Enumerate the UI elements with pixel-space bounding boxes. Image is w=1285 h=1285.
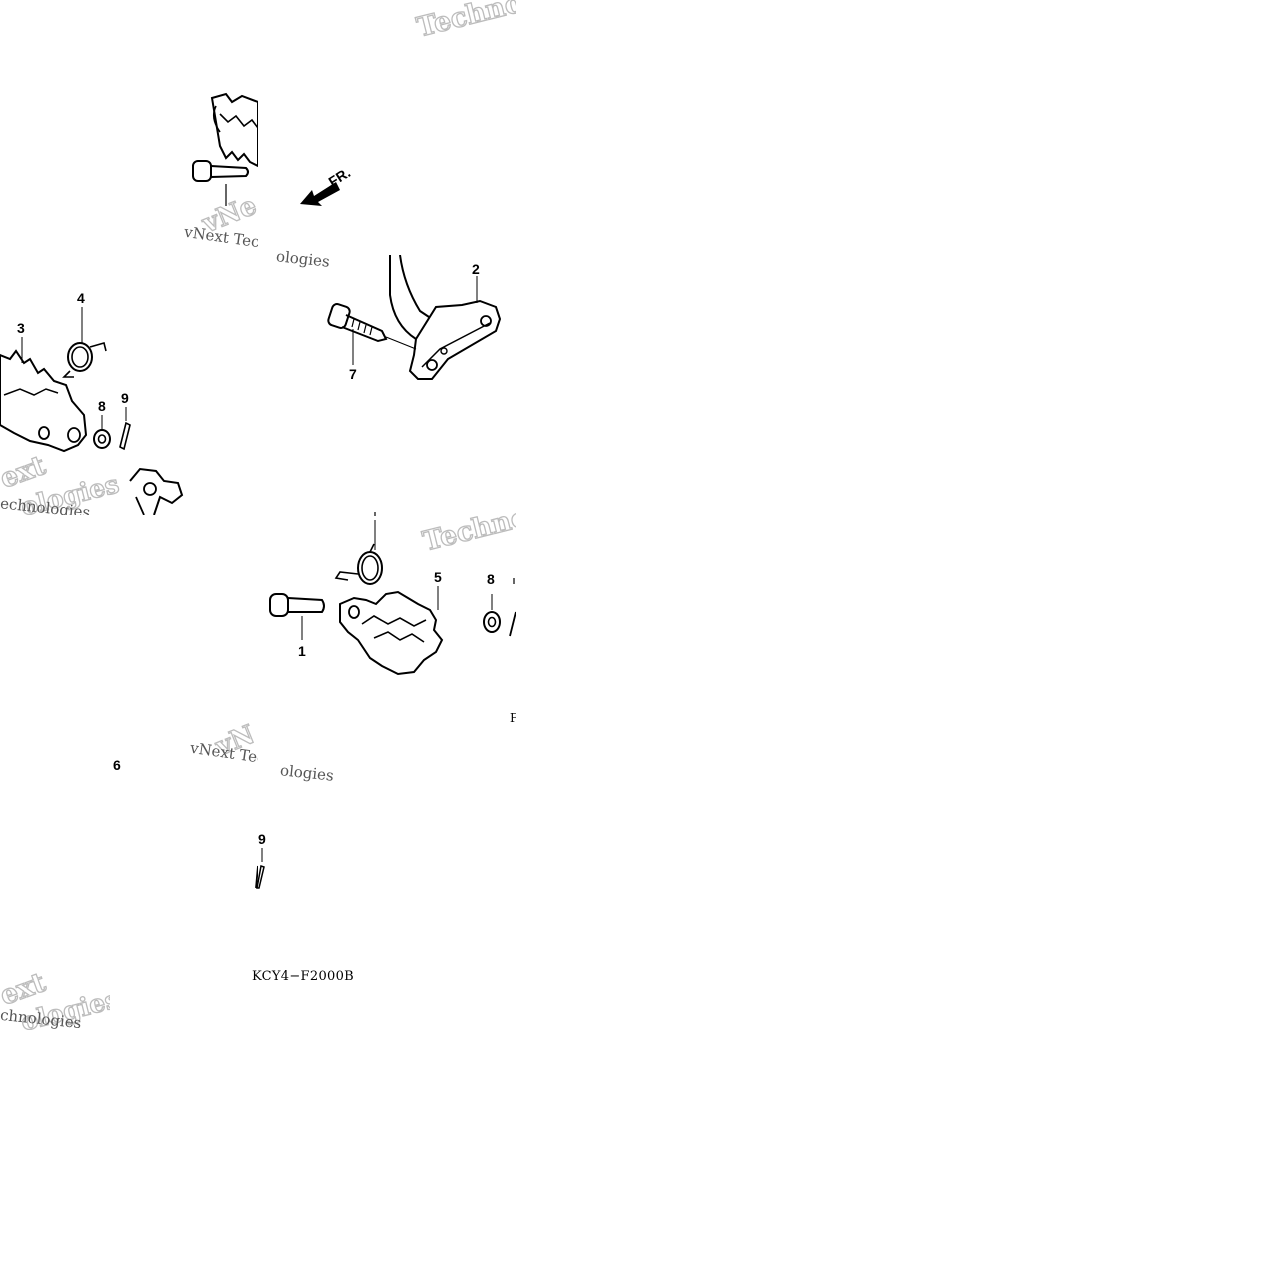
tile-upper-left: vNe vNext Tec	[180, 88, 258, 258]
callout-6: 6	[113, 757, 121, 773]
callout-9a: 9	[121, 390, 129, 406]
tile-bottom-left-watermark: ext ologies chnologies	[0, 960, 110, 1030]
callout-2: 2	[472, 261, 480, 277]
callout-9b: 9	[258, 831, 266, 847]
diagram-code: KCY4−F2000B	[252, 969, 355, 984]
cotter-pin-icon	[256, 848, 265, 889]
front-direction-arrow: FR.	[296, 164, 366, 212]
callout-3: 3	[17, 320, 25, 336]
cotter-pin-drawing	[255, 865, 258, 889]
tile-top-watermark: Techno	[410, 0, 516, 40]
callout-1: 1	[298, 643, 306, 659]
tile-brake-pedal: 2 7	[320, 255, 516, 415]
callout-8a: 8	[98, 398, 106, 414]
watermark-lower-plain-tail: ologies	[279, 761, 335, 785]
callout-7: 7	[349, 366, 357, 382]
watermark-top: Techno	[413, 0, 516, 40]
front-arrow-icon	[300, 182, 340, 206]
callout-8b: 8	[487, 571, 495, 587]
tile-bottom-cotter	[246, 830, 258, 890]
left-footpeg-drawing	[0, 307, 184, 515]
partial-letter: F	[510, 711, 516, 722]
callout-4: 4	[77, 290, 85, 306]
tile-left-footpeg: 4 3 8 9 ext ologies echnologies	[0, 285, 185, 515]
upper-footpeg-and-pin-drawing	[192, 92, 258, 206]
tile-lower-watermark: vN vNext Tec	[186, 722, 258, 774]
right-footpeg-drawing	[269, 512, 516, 676]
callout-5: 5	[434, 569, 442, 585]
pedal-bracket-drawing	[327, 255, 502, 380]
tile-right-footpeg: 5 8 1 F Techno	[258, 512, 516, 722]
